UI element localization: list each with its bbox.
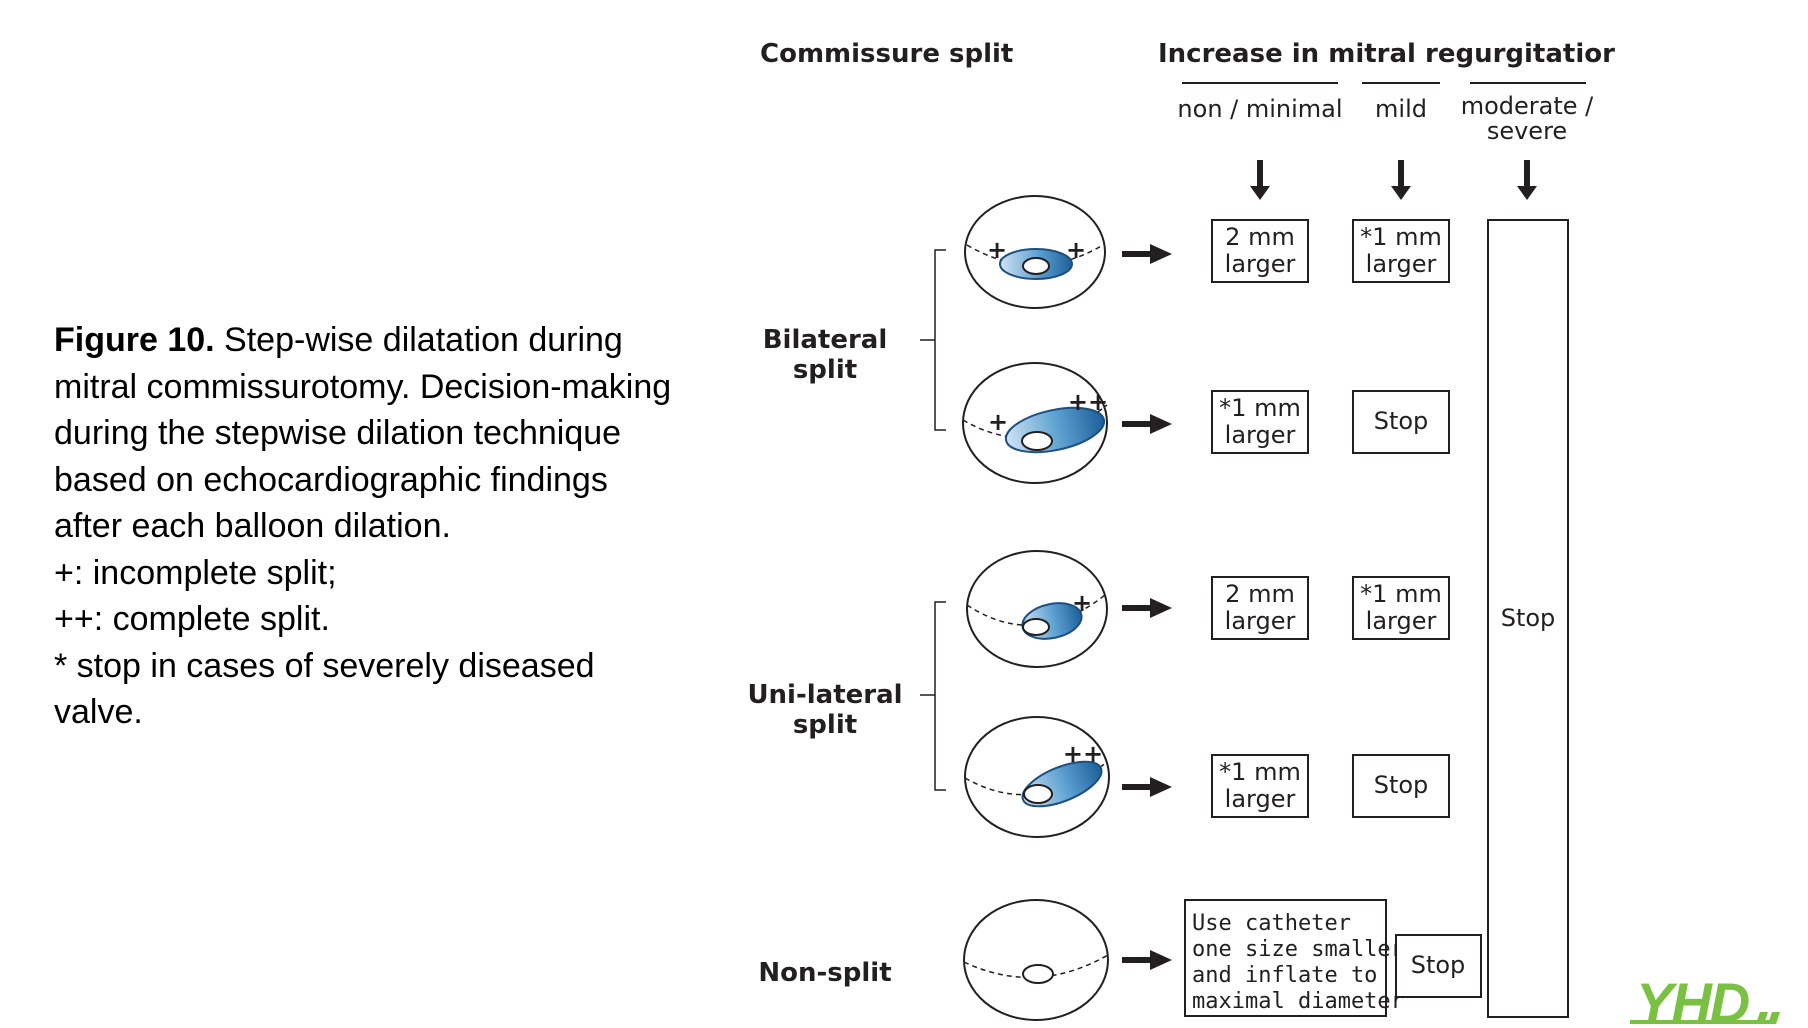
yhd-logo: YHD — [1630, 971, 1780, 1028]
box-line2: larger — [1225, 250, 1296, 278]
box-stop-label: Stop — [1374, 771, 1429, 799]
figure-caption: Figure 10. Step-wise dilatation during m… — [54, 317, 674, 736]
down-arrow-icon — [1391, 160, 1411, 200]
caption-title: Figure 10. — [54, 321, 215, 359]
box-1mm-larger-bilateral-complete: *1 mm larger — [1211, 390, 1309, 454]
caption-text: Step-wise dilatation during mitral commi… — [54, 321, 672, 545]
valve-bilateral-incomplete: + + — [964, 195, 1106, 309]
valve-bilateral-complete: + ++ — [962, 362, 1108, 484]
valve-nonsplit — [963, 899, 1109, 1021]
box-stop-label: Stop — [1374, 407, 1429, 435]
bracket-unilateral — [920, 601, 946, 791]
catheter-line1: Use catheter — [1192, 911, 1351, 936]
group-bilateral-line2: split — [793, 355, 857, 385]
box-1mm-larger-unilateral-complete: *1 mm larger — [1211, 754, 1309, 818]
box-stop-unilateral-complete: Stop — [1352, 754, 1450, 818]
box-stop-severe-column: Stop — [1487, 219, 1569, 1018]
box-stop-label: Stop — [1411, 951, 1466, 979]
right-arrow-icon — [1122, 414, 1172, 434]
right-arrow-icon — [1122, 777, 1172, 797]
box-stop-label: Stop — [1501, 604, 1556, 632]
logo-text: YHD — [1636, 971, 1749, 1028]
box-1mm-larger-unilateral-incomplete: *1 mm larger — [1352, 576, 1450, 640]
column-severe-line2: severe — [1487, 117, 1567, 145]
column-mild: mild — [1375, 95, 1427, 123]
plus-mark: + — [1066, 236, 1086, 264]
group-unilateral-line1: Uni-lateral — [747, 680, 902, 710]
box-2mm-larger-bilateral-incomplete: 2 mm larger — [1211, 219, 1309, 283]
catheter-line2: one size smaller — [1192, 937, 1404, 962]
right-arrow-icon — [1122, 950, 1172, 970]
box-line1: *1 mm — [1360, 580, 1442, 608]
valve-unilateral-complete: ++ — [964, 716, 1110, 838]
right-arrow-icon — [1122, 244, 1172, 264]
box-line1: 2 mm — [1225, 223, 1295, 251]
caption-note-star: * stop in cases of severely diseased val… — [54, 646, 595, 732]
group-bilateral-line1: Bilateral — [763, 325, 888, 355]
header-mitral-regurgitation: Increase in mitral regurgitatior — [1158, 39, 1615, 69]
caption-note-incomplete: +: incomplete split; — [54, 553, 337, 592]
box-line1: *1 mm — [1360, 223, 1442, 251]
group-nonsplit: Non-split — [758, 958, 891, 988]
box-2mm-larger-unilateral-incomplete: 2 mm larger — [1211, 576, 1309, 640]
box-line2: larger — [1225, 785, 1296, 813]
box-line2: larger — [1366, 607, 1437, 635]
plusplus-mark: ++ — [1068, 388, 1108, 416]
plus-mark: + — [988, 408, 1008, 436]
box-use-smaller-catheter: Use catheter one size smaller and inflat… — [1184, 899, 1404, 1017]
down-arrow-icon — [1517, 160, 1537, 200]
caption-note-complete: ++: complete split. — [54, 600, 330, 638]
right-arrow-icon — [1122, 598, 1172, 618]
down-arrow-icon — [1250, 160, 1270, 200]
box-line2: larger — [1366, 250, 1437, 278]
caption-main: Figure 10. Step-wise dilatation during m… — [54, 317, 674, 550]
box-stop-bilateral-complete: Stop — [1352, 390, 1450, 454]
plus-mark: + — [1072, 589, 1092, 617]
catheter-line4: maximal diameter — [1192, 989, 1404, 1014]
plus-mark: + — [987, 236, 1007, 264]
column-non-minimal: non / minimal — [1177, 95, 1342, 123]
header-commissure-split: Commissure split — [760, 39, 1013, 69]
box-line1: 2 mm — [1225, 580, 1295, 608]
bracket-bilateral — [920, 249, 946, 431]
box-line1: *1 mm — [1219, 394, 1301, 422]
box-line1: *1 mm — [1219, 758, 1301, 786]
catheter-line3: and inflate to — [1192, 963, 1377, 988]
valve-unilateral-incomplete: + — [966, 550, 1108, 668]
box-1mm-larger-bilateral-incomplete: *1 mm larger — [1352, 219, 1450, 283]
plusplus-mark: ++ — [1063, 740, 1103, 768]
box-line2: larger — [1225, 607, 1296, 635]
group-unilateral-line2: split — [793, 710, 857, 740]
box-line2: larger — [1225, 421, 1296, 449]
column-severe-line1: moderate / — [1461, 92, 1594, 120]
box-stop-nonsplit: Stop — [1395, 934, 1482, 998]
